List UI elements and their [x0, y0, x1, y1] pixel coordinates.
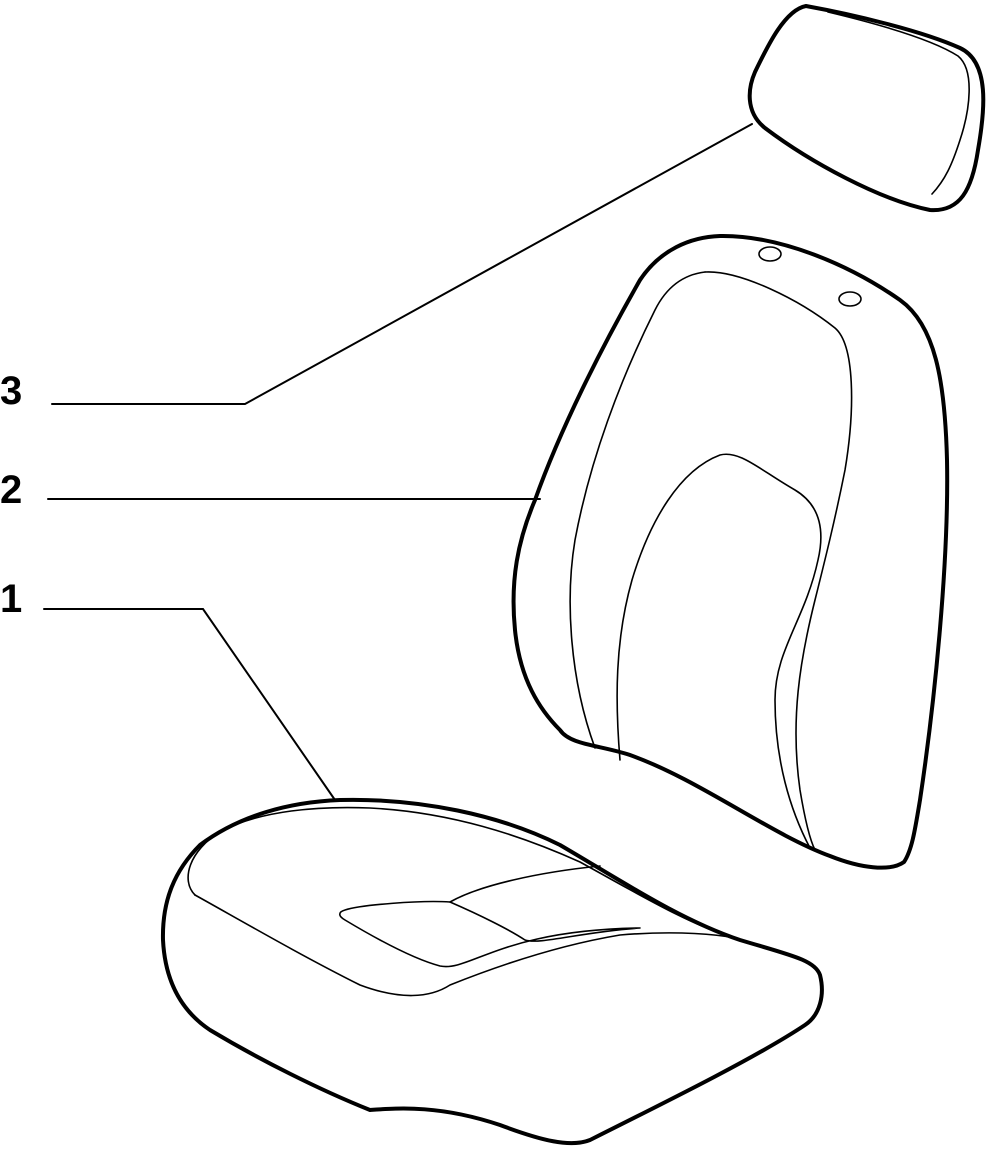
- seat-backrest: [511, 233, 950, 870]
- headrest-outline: [747, 4, 986, 213]
- headrest-guide-hole-right: [838, 291, 862, 307]
- backrest-inner-left-edge: [569, 271, 706, 749]
- leader-lines: [43, 123, 753, 801]
- cushion-top-rim: [187, 806, 736, 939]
- cushion-front-edge: [194, 894, 736, 997]
- headrest-guide-hole-left: [758, 246, 782, 262]
- backrest-lumbar-insert: [616, 453, 822, 849]
- cushion-outline: [160, 797, 824, 1146]
- leader-line-3: [51, 123, 753, 405]
- cushion-centre-insert: [338, 900, 641, 968]
- headrest-inner-seam: [827, 11, 970, 195]
- backrest-inner-panel: [704, 271, 853, 851]
- backrest-outline: [511, 233, 950, 870]
- leader-line-1: [43, 608, 336, 801]
- callout-label-1: 1: [0, 577, 22, 621]
- callout-label-2: 2: [0, 468, 22, 512]
- cushion-rear-insert: [449, 865, 601, 903]
- callout-label-3: 3: [0, 369, 22, 413]
- callout-labels: 3 2 1: [0, 369, 22, 621]
- headrest: [747, 4, 986, 213]
- seat-cushion: [160, 797, 824, 1146]
